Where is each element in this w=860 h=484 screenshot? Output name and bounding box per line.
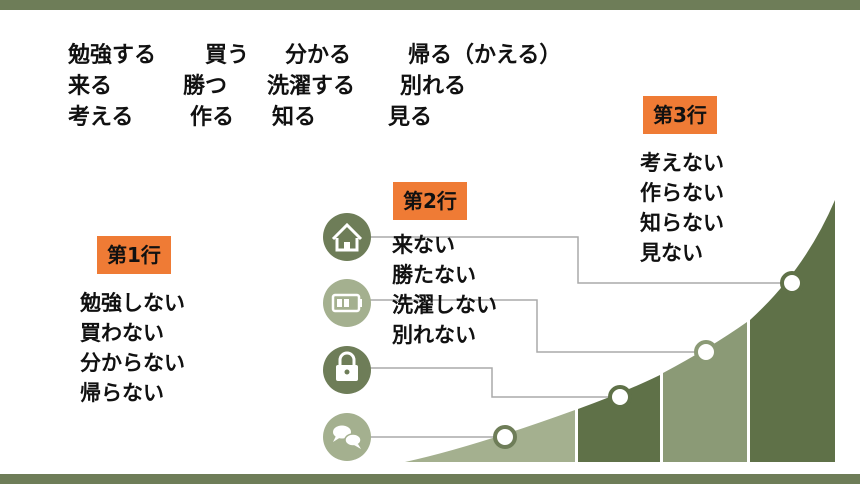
list-item: 勝たない	[392, 263, 476, 287]
list-item: 買わない	[80, 321, 164, 345]
milestone-dot	[608, 385, 632, 409]
list-item: 考えない	[640, 151, 724, 175]
verb-word: 勝つ	[183, 74, 228, 99]
list-item: 別れない	[392, 323, 476, 347]
group3-badge: 第3行	[643, 96, 717, 134]
curve-segment	[663, 322, 747, 462]
curve-segment	[578, 375, 660, 462]
milestone-dot	[694, 340, 718, 364]
milestone-dot	[493, 425, 517, 449]
verb-word: 来る	[68, 74, 113, 99]
home-icon	[323, 213, 371, 261]
curve-segment	[750, 200, 835, 462]
group2-badge: 第2行	[393, 182, 467, 220]
verb-word: 考える	[68, 105, 134, 130]
curve-segment	[405, 410, 575, 462]
list-item: 勉強しない	[80, 291, 185, 315]
milestone-dot	[780, 271, 804, 295]
list-item: 帰らない	[80, 381, 164, 405]
group2-list: 来ない 勝たない 洗濯しない 別れない	[392, 230, 497, 350]
list-item: 洗濯しない	[392, 293, 497, 317]
top-accent-bar	[0, 0, 860, 10]
verb-word: 勉強する	[68, 43, 157, 68]
chat-icon	[323, 413, 371, 461]
verb-word: 分かる	[285, 43, 352, 68]
verb-word: 帰る（かえる）	[408, 43, 562, 68]
list-item: 知らない	[640, 211, 724, 235]
connector-line	[370, 299, 706, 353]
list-item: 分からない	[80, 351, 185, 375]
verb-word: 買う	[205, 43, 250, 68]
group1-list: 勉強しない 買わない 分からない 帰らない	[80, 288, 185, 408]
verb-word: 作る	[190, 105, 235, 130]
lock-icon	[323, 346, 371, 394]
battery-icon	[323, 279, 371, 327]
group3-list: 考えない 作らない 知らない 見ない	[640, 148, 724, 268]
connector-line	[370, 367, 620, 398]
bottom-accent-bar	[0, 474, 860, 484]
connector-line	[370, 236, 792, 284]
list-item: 来ない	[392, 233, 455, 257]
list-item: 作らない	[640, 181, 724, 205]
group1-badge: 第1行	[97, 236, 171, 274]
verb-word: 知る	[272, 105, 317, 130]
verb-word: 見る	[388, 105, 433, 130]
list-item: 見ない	[640, 241, 703, 265]
verb-word: 別れる	[400, 74, 467, 99]
verb-word: 洗濯する	[267, 74, 356, 99]
